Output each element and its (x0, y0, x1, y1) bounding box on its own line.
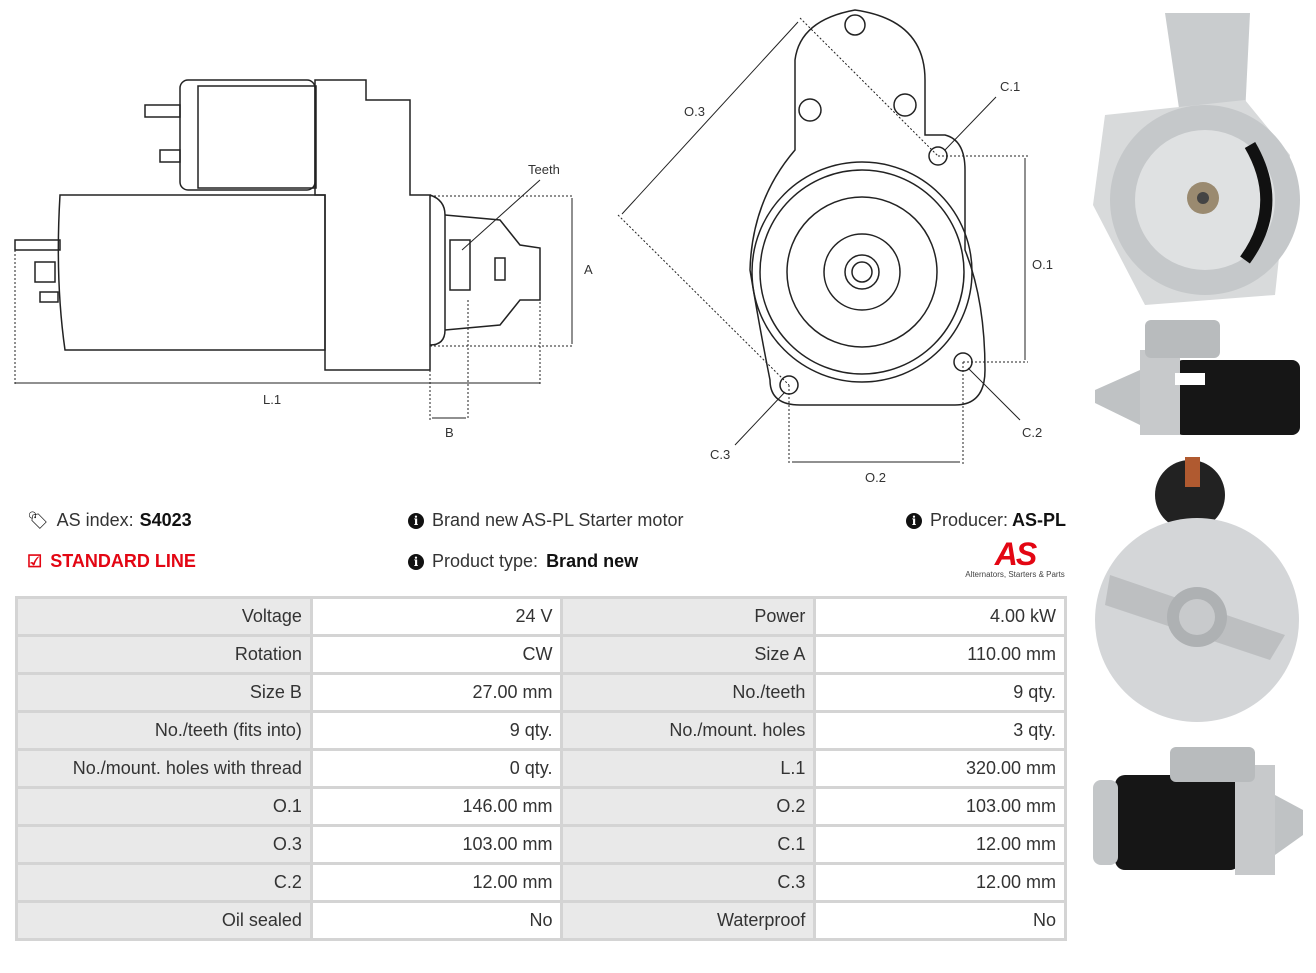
producer-label: Producer: (930, 510, 1009, 530)
spec-value: 27.00 mm (309, 672, 564, 713)
spec-value: 103.00 mm (813, 786, 1067, 827)
standard-line-label: STANDARD LINE (50, 551, 196, 571)
side-view-drawing: Teeth A B L.1 (14, 79, 593, 440)
spec-label: O.3 (15, 824, 313, 865)
spec-value: 12.00 mm (813, 862, 1067, 903)
label-c3: C.3 (710, 447, 730, 462)
front-view-drawing: O.3 C.1 O.1 C.2 C.3 O.2 (617, 9, 1053, 485)
spec-label: Waterproof (560, 900, 817, 941)
label-b: B (445, 425, 454, 440)
spec-label: O.2 (560, 786, 817, 827)
as-index-label: AS index: (56, 510, 134, 530)
spec-value: 110.00 mm (813, 634, 1067, 675)
label-l1: L.1 (263, 392, 281, 407)
tags-icon: 🏷︎ (27, 510, 49, 530)
product-photos (1093, 13, 1303, 875)
spec-value: 103.00 mm (309, 824, 564, 865)
as-pl-logo: AS Alternators, Starters & Parts (960, 538, 1070, 579)
spec-value: 12.00 mm (309, 862, 564, 903)
spec-value: CW (309, 634, 564, 675)
spec-label: Power (560, 596, 817, 637)
standard-line-badge: ☑ STANDARD LINE (27, 551, 196, 572)
photo-rear (1095, 457, 1299, 722)
spec-row: No./teeth (fits into)9 qty.No./mount. ho… (15, 710, 1067, 751)
spec-value: 24 V (309, 596, 564, 637)
spec-label: Size A (560, 634, 817, 675)
spec-label: Rotation (15, 634, 313, 675)
spec-value: 320.00 mm (813, 748, 1067, 789)
photo-side (1095, 320, 1300, 435)
info-icon: i (408, 512, 424, 529)
spec-label: No./teeth (fits into) (15, 710, 313, 751)
product-type: i Product type: Brand new (408, 551, 638, 572)
spec-label: O.1 (15, 786, 313, 827)
product-type-value: Brand new (546, 551, 639, 571)
spec-value: 9 qty. (309, 710, 564, 751)
spec-value: No (813, 900, 1067, 941)
label-c2: C.2 (1022, 425, 1042, 440)
label-o3: O.3 (684, 104, 705, 119)
as-index: 🏷︎ AS index:S4023 (27, 510, 192, 531)
spec-label: Size B (15, 672, 313, 713)
label-o1: O.1 (1032, 257, 1053, 272)
spec-label: C.1 (560, 824, 817, 865)
label-a: A (584, 262, 593, 277)
product-title-text: Brand new AS-PL Starter motor (432, 510, 684, 530)
producer: i Producer:AS-PL (906, 510, 1066, 531)
photo-side-2 (1093, 747, 1303, 875)
label-c1: C.1 (1000, 79, 1020, 94)
product-type-label: Product type: (432, 551, 539, 571)
spec-value: 12.00 mm (813, 824, 1067, 865)
spec-value: No (309, 900, 564, 941)
label-o2: O.2 (865, 470, 886, 485)
spec-label: Oil sealed (15, 900, 313, 941)
as-index-value: S4023 (139, 510, 192, 530)
checkbox-icon: ☑ (27, 551, 43, 571)
spec-label: Voltage (15, 596, 313, 637)
spec-label: No./mount. holes (560, 710, 817, 751)
spec-value: 4.00 kW (813, 596, 1067, 637)
photo-front (1093, 13, 1300, 305)
logo-tagline: Alternators, Starters & Parts (965, 570, 1065, 579)
label-teeth: Teeth (528, 162, 560, 177)
info-icon: i (906, 512, 922, 529)
logo-mark: AS (960, 538, 1070, 570)
spec-label: C.3 (560, 862, 817, 903)
spec-label: C.2 (15, 862, 313, 903)
spec-label: L.1 (560, 748, 817, 789)
producer-value: AS-PL (1012, 510, 1067, 530)
spec-value: 0 qty. (309, 748, 564, 789)
spec-value: 9 qty. (813, 672, 1067, 713)
spec-value: 146.00 mm (309, 786, 564, 827)
spec-label: No./mount. holes with thread (15, 748, 313, 789)
info-icon: i (408, 553, 424, 570)
spec-label: No./teeth (560, 672, 817, 713)
spec-value: 3 qty. (813, 710, 1067, 751)
product-title: i Brand new AS-PL Starter motor (408, 510, 683, 531)
